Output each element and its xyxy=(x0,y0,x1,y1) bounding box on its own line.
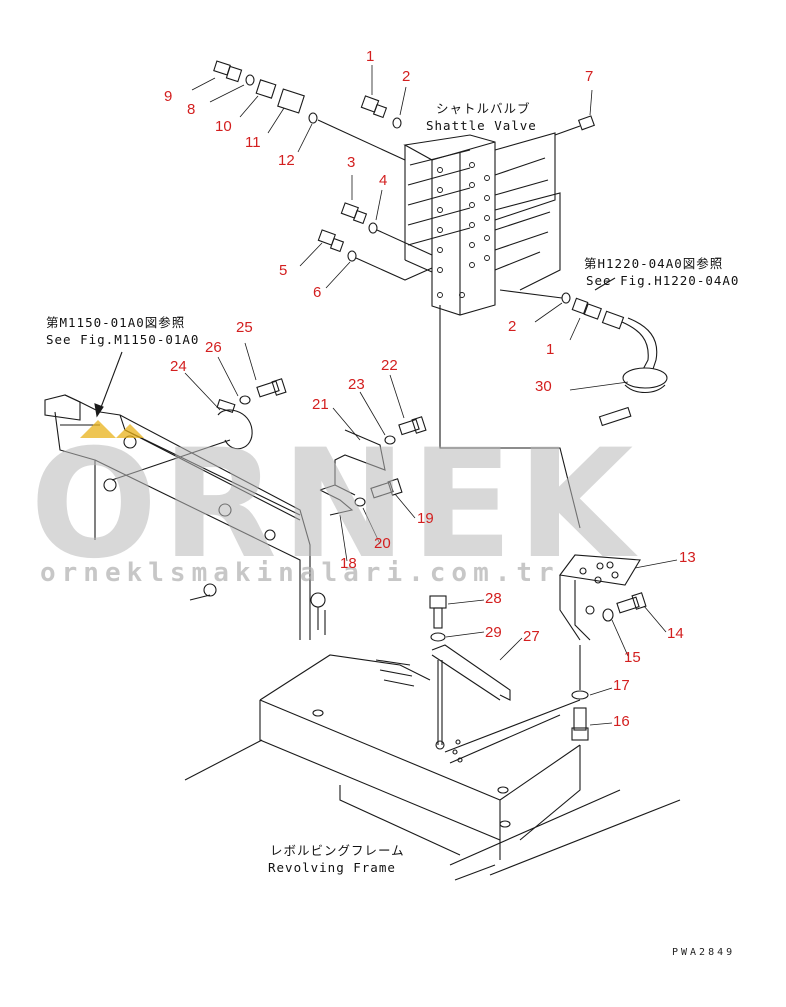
clamp-assembly xyxy=(216,378,287,450)
callout-3: 3 xyxy=(347,154,356,171)
ref-m1150-en: See Fig.M1150-01A0 xyxy=(46,332,200,347)
callout-12: 12 xyxy=(278,152,295,169)
callout-30: 30 xyxy=(535,378,552,395)
callout-7: 7 xyxy=(585,68,594,85)
callout-4: 4 xyxy=(379,172,388,189)
bracket-assembly xyxy=(319,416,427,516)
shuttle-valve-block xyxy=(403,132,561,316)
callout-24: 24 xyxy=(170,358,187,375)
strap-assembly xyxy=(429,595,511,750)
callout-16: 16 xyxy=(613,713,630,730)
callout-8: 8 xyxy=(187,101,196,118)
callout-13: 13 xyxy=(679,549,696,566)
callout-19: 19 xyxy=(417,510,434,527)
callout-14: 14 xyxy=(667,625,684,642)
callout-1-right: 1 xyxy=(546,341,555,358)
callout-25: 25 xyxy=(236,319,253,336)
callout-18: 18 xyxy=(340,555,357,572)
shuttle-valve-label-jp: シャトルバルブ xyxy=(436,101,531,116)
frame-label-jp: レボルビングフレーム xyxy=(270,843,405,858)
callout-23: 23 xyxy=(348,376,365,393)
callout-26: 26 xyxy=(205,339,222,356)
revolving-frame xyxy=(184,654,681,881)
cover-panel xyxy=(44,394,326,640)
callout-15: 15 xyxy=(624,649,641,666)
callout-1-top: 1 xyxy=(366,48,375,65)
drawing-code: PWA2849 xyxy=(672,947,736,958)
fittings-top-center xyxy=(360,95,402,129)
leader-lines xyxy=(184,65,678,726)
frame-label-en: Revolving Frame xyxy=(268,860,396,875)
callout-29: 29 xyxy=(485,624,502,641)
callout-28: 28 xyxy=(485,590,502,607)
pipe-line xyxy=(439,305,581,529)
shuttle-valve-label-en: Shattle Valve xyxy=(426,118,537,133)
callout-21: 21 xyxy=(312,396,329,413)
callout-2-top: 2 xyxy=(402,68,411,85)
callout-20: 20 xyxy=(374,535,391,552)
fittings-top-left xyxy=(213,60,406,161)
callout-5: 5 xyxy=(279,262,288,279)
reference-arrow-right xyxy=(594,277,616,291)
callout-6: 6 xyxy=(313,284,322,301)
callout-11: 11 xyxy=(245,134,261,151)
plug-seven xyxy=(554,115,595,136)
watermark-url: orneklsmakinalari.com.tr xyxy=(40,558,560,588)
watermark-logo: ORNEK xyxy=(30,418,638,592)
ref-m1150-jp: 第M1150-01A0図参照 xyxy=(46,315,186,330)
callout-22: 22 xyxy=(381,357,398,374)
fittings-left-mid xyxy=(317,202,433,281)
callout-10: 10 xyxy=(215,118,232,135)
ref-h1220-jp: 第H1220-04A0図参照 xyxy=(584,256,724,271)
mount-bracket xyxy=(559,554,647,741)
callout-9: 9 xyxy=(164,88,173,105)
ref-h1220-en: See Fig.H1220-04A0 xyxy=(586,273,740,288)
callout-2-right: 2 xyxy=(508,318,517,335)
callout-27: 27 xyxy=(523,628,540,645)
callout-17: 17 xyxy=(613,677,630,694)
hose-assembly-right xyxy=(499,289,668,427)
